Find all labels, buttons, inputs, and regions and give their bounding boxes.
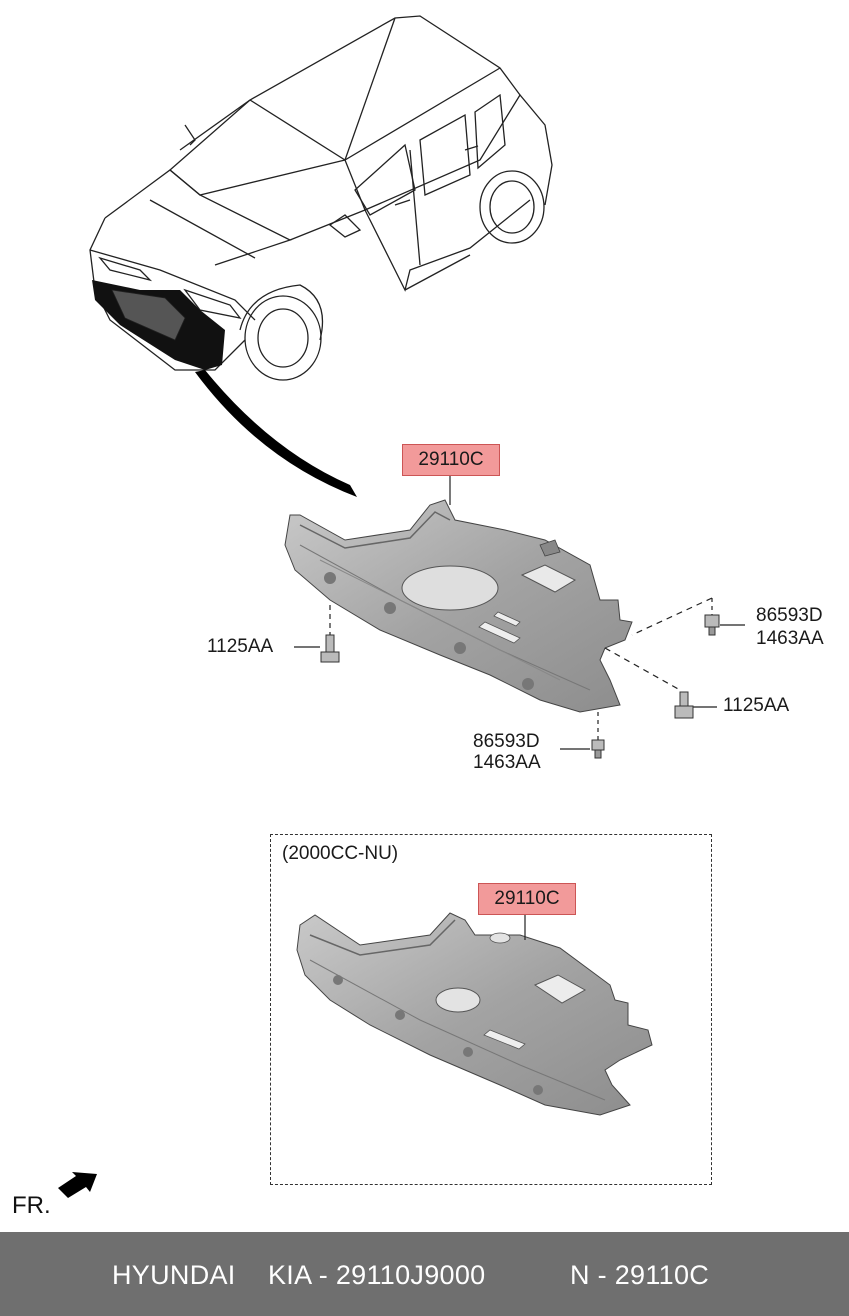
variant-title: (2000CC-NU) [282,843,399,864]
callout-clip-right-b[interactable]: 1463AA [756,628,824,649]
bolt-right-icon [674,691,694,719]
front-direction-arrow-icon [58,1172,97,1198]
clip-bottom-icon [591,739,605,759]
leader-lines [294,475,745,750]
bolt-left-icon [320,634,340,663]
parts-diagram [58,15,745,1198]
part-number-highlight-variant[interactable]: 29110C [478,883,576,915]
footer-bar: HYUNDAI KIA - 29110J9000 N - 29110C [0,1232,849,1316]
callout-bolt-right[interactable]: 1125AA [723,695,790,716]
front-bumper-area [92,280,225,370]
under-cover-panel [284,499,633,713]
callout-bolt-left[interactable]: 1125AA [207,636,274,657]
front-direction-label: FR. [12,1192,51,1219]
callout-clip-bottom-a[interactable]: 86593D [473,731,540,752]
vehicle-illustration [89,15,553,381]
variant-panel [296,912,653,1116]
footer-brand: HYUNDAI [112,1260,236,1290]
leader-arrow [195,370,357,497]
clip-right-icon [704,614,720,636]
callout-clip-right-a[interactable]: 86593D [756,605,823,626]
footer-oem-number: KIA - 29110J9000 [268,1260,486,1290]
footer-ref-number: N - 29110C [570,1260,710,1290]
part-number-highlight-main[interactable]: 29110C [402,444,500,476]
callout-clip-bottom-b[interactable]: 1463AA [473,752,541,773]
variant-frame [270,834,712,1185]
